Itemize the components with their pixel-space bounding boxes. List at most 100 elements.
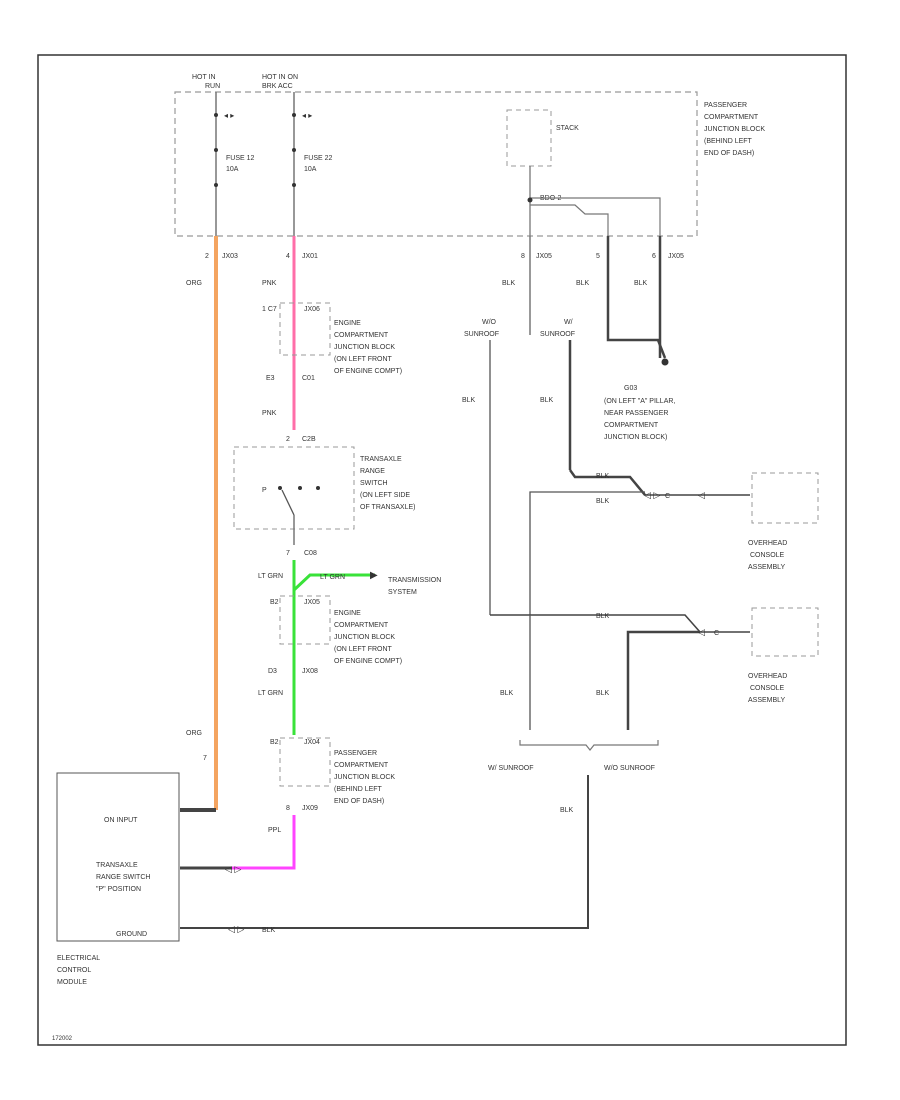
ecjb1-bottom-conn: C01 <box>302 375 315 382</box>
fuse22-dot-3 <box>292 183 296 187</box>
conn-jx01-label: JX01 <box>302 253 318 260</box>
trans-system-1: TRANSMISSION <box>388 577 441 584</box>
ts-pin-bot: 7 <box>286 550 290 557</box>
pin-2-label: 2 <box>205 253 209 260</box>
pcjb2-label: PASSENGER COMPARTMENT JUNCTION BLOCK (BE… <box>334 750 395 805</box>
pcjb-top-line-1: PASSENGER <box>704 102 747 109</box>
ecjb2-line-4: (ON LEFT FRONT <box>334 646 393 653</box>
wire-blk-bot-label: BLK <box>560 807 574 814</box>
wire-oc1-bottom <box>529 491 645 615</box>
overhead-console-2 <box>751 607 819 657</box>
wire-ltgrn3-label: LT GRN <box>258 690 283 697</box>
ecm-on-input: ON INPUT <box>104 817 138 824</box>
oc2-line-2: CONSOLE <box>750 685 785 692</box>
trans-arrow: ▶ <box>370 570 378 581</box>
ts-contact-2 <box>298 486 302 490</box>
sunroof-wo-low: W/O SUNROOF <box>604 765 655 772</box>
oc1-line-2: CONSOLE <box>750 552 785 559</box>
oc1-line-3: ASSEMBLY <box>748 564 786 571</box>
wire-blk-low-r-label: BLK <box>596 690 610 697</box>
bus-dot <box>527 197 533 203</box>
oc1-conn: ◁ ▷ <box>644 490 660 500</box>
ecm-label-1: ELECTRICAL <box>57 955 100 962</box>
ecjb2-line-5: OF ENGINE COMPT) <box>334 658 402 665</box>
ts-line-3: SWITCH <box>360 480 388 487</box>
arrow-fuse12: ◂ ▸ <box>224 111 234 120</box>
ts-line-2: RANGE <box>360 468 385 475</box>
bus-line-2 <box>530 197 661 236</box>
hot-in-left-1: HOT IN <box>192 74 216 81</box>
hot-in-right-2: BRK ACC <box>262 83 293 90</box>
sunroof-wo-bottom: SUNROOF <box>464 331 499 338</box>
ground-conn: ◁ ▷ <box>228 924 244 934</box>
ecjb1-line-2: COMPARTMENT <box>334 332 389 339</box>
ground-line-1: (ON LEFT "A" PILLAR, <box>604 398 675 405</box>
pcjb2-bottom-conn: JX09 <box>302 805 318 812</box>
ecjb2-line-2: COMPARTMENT <box>334 622 389 629</box>
ts-label-p: P <box>262 487 267 494</box>
ground-g03-dot <box>661 358 669 366</box>
ecjb1-label: ENGINE COMPARTMENT JUNCTION BLOCK (ON LE… <box>334 320 402 375</box>
hot-in-left-2: RUN <box>205 83 220 90</box>
pcjb2-line-4: (BEHIND LEFT <box>334 786 383 793</box>
wire-blk2-label: BLK <box>576 280 590 287</box>
stack-label: STACK <box>556 125 579 132</box>
ts-conn-top: C2B <box>302 436 316 443</box>
sunroof-wo-top: W/O <box>482 319 497 326</box>
wire-blk-ground-label: BLK <box>262 927 276 934</box>
wire-c-pin1: C <box>665 493 670 500</box>
wire-oc1-top <box>568 469 646 496</box>
wire-blk-oc2-label: BLK <box>596 613 610 620</box>
pin-5-label: 5 <box>596 253 600 260</box>
pcjb2-line-2: COMPARTMENT <box>334 762 389 769</box>
wire-green-branch <box>292 573 375 592</box>
ecm-pin-7: 7 <box>203 755 207 762</box>
ecjb1-line-3: JUNCTION BLOCK <box>334 344 395 351</box>
fuse22-dot-2 <box>292 148 296 152</box>
fuse22-amps: 10A <box>304 166 317 173</box>
fuse22-label: FUSE 22 <box>304 155 333 162</box>
footer-code: 172002 <box>52 1036 73 1042</box>
conn-jx05b-label: JX05 <box>668 253 684 260</box>
wire-blk-low-l-label: BLK <box>500 690 514 697</box>
pcjb-top-line-3: JUNCTION BLOCK <box>704 126 765 133</box>
ecjb2-conn: JX05 <box>304 599 320 606</box>
ground-line-4: JUNCTION BLOCK) <box>604 434 667 441</box>
pcjb2-line-3: JUNCTION BLOCK <box>334 774 395 781</box>
trans-system-2: SYSTEM <box>388 589 417 596</box>
ecjb2-label: ENGINE COMPARTMENT JUNCTION BLOCK (ON LE… <box>334 610 402 665</box>
passenger-junction-block-top <box>174 91 698 237</box>
ground-line-3: COMPARTMENT <box>604 422 659 429</box>
ecjb1-box <box>279 302 331 356</box>
wire-pnk2-label: PNK <box>262 410 277 417</box>
pcjb2-pin: B2 <box>270 739 279 746</box>
ecjb2-pin: B2 <box>270 599 279 606</box>
pcjb2-box <box>279 737 331 787</box>
hot-in-right-1: HOT IN ON <box>262 74 298 81</box>
overhead-console-1 <box>751 472 819 524</box>
pcjb2-line-5: END OF DASH) <box>334 798 384 805</box>
pcjb-top-label: PASSENGER COMPARTMENT JUNCTION BLOCK (BE… <box>704 102 765 157</box>
wire-c-pin2: C <box>714 630 719 637</box>
trans-switch-label: TRANSAXLE RANGE SWITCH (ON LEFT SIDE OF … <box>360 456 416 511</box>
ground-id: G03 <box>624 385 637 392</box>
pin-8-label: 8 <box>521 253 525 260</box>
ecjb1-line-5: OF ENGINE COMPT) <box>334 368 402 375</box>
ecjb2-line-1: ENGINE <box>334 610 361 617</box>
ecjb1-bottom-pin: E3 <box>266 375 275 382</box>
wire-blk-mid-r-label: BLK <box>540 397 554 404</box>
sunroof-w-low: W/ SUNROOF <box>488 765 534 772</box>
wire-ltgrn2-label: LT GRN <box>320 574 345 581</box>
ts-line-5: OF TRANSAXLE) <box>360 504 416 511</box>
stack-box <box>506 109 552 167</box>
ts-line-4: (ON LEFT SIDE <box>360 492 410 499</box>
sunroof-w-top: W/ <box>564 319 573 326</box>
oc2-line-3: ASSEMBLY <box>748 697 786 704</box>
wire-oc2-bottom <box>626 630 700 730</box>
wire-pnk-top-label: PNK <box>262 280 277 287</box>
ts-conn-bot: C08 <box>304 550 317 557</box>
ecjb1-line-4: (ON LEFT FRONT <box>334 356 393 363</box>
fuse12-dot-2 <box>214 148 218 152</box>
ecjb1-line-1: ENGINE <box>334 320 361 327</box>
sunroof-bracket <box>519 740 659 751</box>
